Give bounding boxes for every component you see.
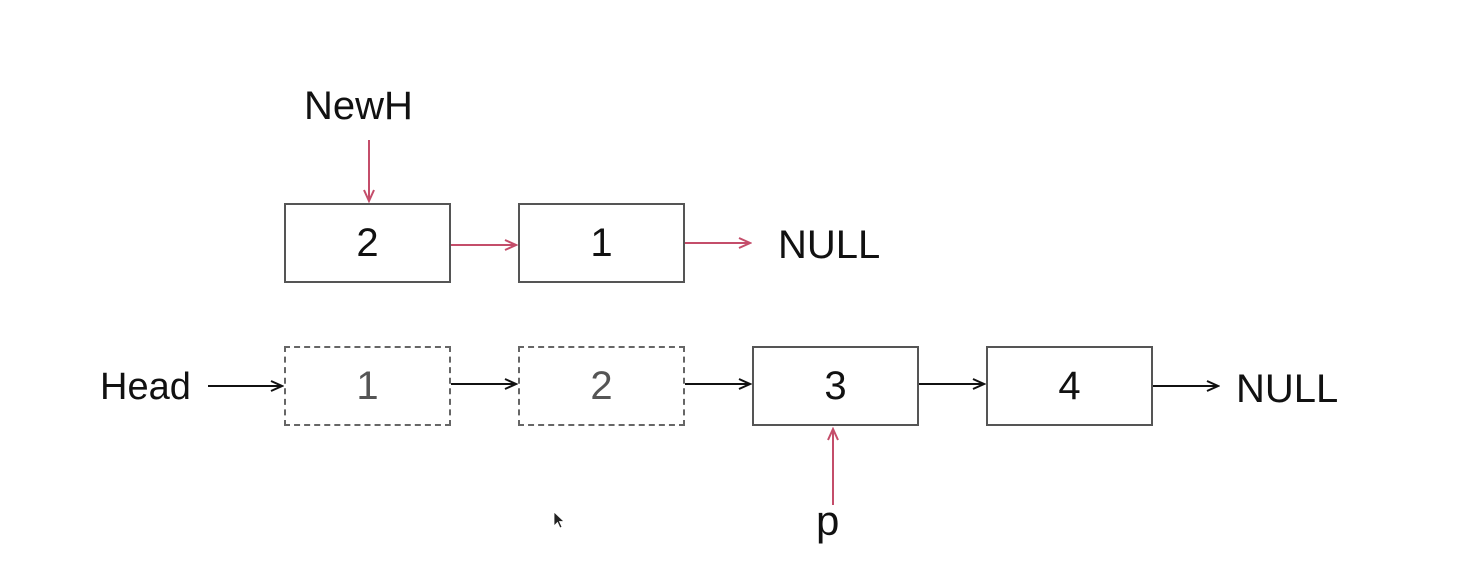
bottom-node-4-value: 4 <box>1058 363 1081 408</box>
bottom-node-2: 2 <box>518 346 685 426</box>
top-node-2-value: 2 <box>356 220 379 265</box>
p-label: p <box>816 497 840 544</box>
top-node-1-value: 1 <box>590 220 613 265</box>
bottom-node-3-value: 3 <box>824 363 847 408</box>
mouse-cursor-icon <box>553 511 566 529</box>
top-node-2: 2 <box>284 203 451 283</box>
bottom-node-1: 1 <box>284 346 451 426</box>
head-label: Head <box>100 366 191 408</box>
bottom-node-1-value: 1 <box>356 363 379 408</box>
bottom-null-label: NULL <box>1236 367 1339 411</box>
bottom-node-4: 4 <box>986 346 1153 426</box>
bottom-node-3: 3 <box>752 346 919 426</box>
bottom-node-2-value: 2 <box>590 363 613 408</box>
newh-label: NewH <box>304 84 413 128</box>
top-node-1: 1 <box>518 203 685 283</box>
top-null-label: NULL <box>778 223 881 267</box>
